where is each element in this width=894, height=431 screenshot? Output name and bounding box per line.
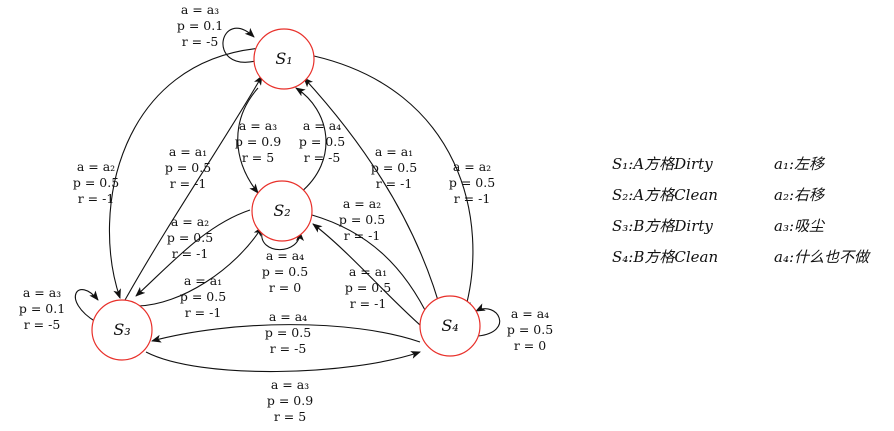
state-s4: S₄	[419, 295, 481, 357]
label-s1-s3-prob: p = 0.5	[73, 175, 119, 190]
label-s2-s1-reward: r = -5	[304, 150, 341, 165]
label-s1-s4-reward: r = -1	[454, 191, 491, 206]
edge-s4-s3	[151, 324, 421, 343]
edge-s1-s4	[313, 55, 474, 311]
edge-s1-s3	[109, 47, 263, 299]
label-s1-s2-reward: r = 5	[242, 150, 274, 165]
label-s4-s1-reward: r = -1	[376, 176, 413, 191]
label-s4-s3-prob: p = 0.5	[265, 325, 311, 340]
label-s2-self-prob: p = 0.5	[262, 264, 308, 279]
state-s3: S₃	[91, 299, 153, 361]
legend-state-s4: S₄:B方格Clean	[612, 248, 719, 266]
legend-action-a2: a₂:右移	[774, 186, 825, 204]
legend: S₁:A方格Dirty a₁:左移 S₂:A方格Clean a₂:右移 S₃:B…	[612, 148, 890, 272]
label-s3-s1-reward: r = -1	[170, 176, 207, 191]
label-s4-s1-action: a = a₁	[375, 144, 413, 159]
label-s3-s2-action: a = a₁	[184, 273, 222, 288]
label-s1-s2-prob: p = 0.9	[235, 134, 281, 149]
state-nodes: S₁ S₂ S₃ S₄	[91, 28, 481, 361]
label-s2-s3-reward: r = -1	[172, 246, 209, 261]
legend-row: S₄:B方格Clean a₄:什么也不做	[612, 241, 890, 272]
label-s4-s3-reward: r = -5	[270, 341, 307, 356]
state-s1-label: S₁	[275, 49, 292, 68]
label-s3-s1-prob: p = 0.5	[165, 160, 211, 175]
edge-s2-s3	[135, 209, 251, 297]
state-s4-label: S₄	[441, 316, 458, 335]
state-s2-label: S₂	[273, 201, 290, 220]
edge-s1-self	[222, 27, 257, 63]
label-s4-s2-action: a = a₁	[349, 264, 387, 279]
edge-s3-s4	[145, 351, 421, 373]
label-s4-s2-prob: p = 0.5	[345, 280, 391, 295]
label-s2-s1-prob: p = 0.5	[299, 134, 345, 149]
label-s2-s4-action: a = a₂	[343, 196, 381, 211]
state-s3-label: S₃	[113, 320, 130, 339]
edge-s3-s2	[137, 226, 263, 307]
legend-state-s3: S₃:B方格Dirty	[612, 217, 713, 235]
edge-s1-s2	[237, 87, 259, 194]
label-s2-s1-action: a = a₄	[303, 118, 341, 133]
label-s2-self-reward: r = 0	[269, 280, 301, 295]
label-s1-s3-reward: r = -1	[78, 191, 115, 206]
label-s4-s1-prob: p = 0.5	[371, 160, 417, 175]
legend-row: S₁:A方格Dirty a₁:左移	[612, 148, 890, 179]
transition-edges	[74, 27, 501, 373]
label-s2-s4-reward: r = -1	[344, 228, 381, 243]
label-s1-s2-action: a = a₃	[239, 118, 277, 133]
label-s4-s2-reward: r = -1	[350, 296, 387, 311]
label-s1-self-prob: p = 0.1	[177, 18, 223, 33]
label-s3-self-action: a = a₃	[23, 285, 61, 300]
label-s3-s2-prob: p = 0.5	[180, 289, 226, 304]
label-s2-s4-prob: p = 0.5	[339, 212, 385, 227]
label-s1-self-action: a = a₃	[181, 2, 219, 17]
label-s1-s4-prob: p = 0.5	[449, 175, 495, 190]
state-s2: S₂	[251, 180, 313, 242]
edge-s2-s4	[311, 214, 431, 321]
label-s2-s3-action: a = a₂	[171, 214, 209, 229]
legend-row: S₃:B方格Dirty a₃:吸尘	[612, 210, 890, 241]
edge-s4-self	[475, 303, 501, 337]
legend-state-s1: S₁:A方格Dirty	[612, 155, 713, 173]
legend-action-a4: a₄:什么也不做	[774, 248, 870, 266]
legend-action-a3: a₃:吸尘	[774, 217, 825, 235]
edge-s4-s1	[303, 77, 444, 319]
label-s3-self-reward: r = -5	[24, 317, 61, 332]
edge-s3-self	[74, 289, 99, 323]
label-s3-self-prob: p = 0.1	[19, 301, 65, 316]
label-s4-self-reward: r = 0	[514, 338, 546, 353]
edge-labels: a = a₃ p = 0.1 r = -5 a = a₂ p = 0.5 r =…	[19, 2, 553, 424]
label-s3-s4-action: a = a₃	[271, 377, 309, 392]
state-s1: S₁	[253, 28, 315, 90]
legend-row: S₂:A方格Clean a₂:右移	[612, 179, 890, 210]
label-s4-self-prob: p = 0.5	[507, 322, 553, 337]
label-s3-s4-reward: r = 5	[274, 409, 306, 424]
label-s2-self-action: a = a₄	[266, 248, 304, 263]
legend-state-s2: S₂:A方格Clean	[612, 186, 718, 204]
label-s1-self-reward: r = -5	[182, 34, 219, 49]
label-s4-self-action: a = a₄	[511, 306, 549, 321]
label-s2-s3-prob: p = 0.5	[167, 230, 213, 245]
label-s3-s1-action: a = a₁	[169, 144, 207, 159]
label-s1-s3-action: a = a₂	[77, 159, 115, 174]
edge-s4-s2	[312, 223, 429, 333]
edge-s3-s1	[124, 75, 263, 301]
label-s4-s3-action: a = a₄	[269, 309, 307, 324]
edge-s2-s1	[295, 87, 327, 194]
label-s3-s2-reward: r = -1	[185, 305, 222, 320]
legend-action-a1: a₁:左移	[774, 155, 825, 173]
label-s3-s4-prob: p = 0.9	[267, 393, 313, 408]
label-s1-s4-action: a = a₂	[453, 159, 491, 174]
edge-s2-self	[261, 231, 304, 251]
